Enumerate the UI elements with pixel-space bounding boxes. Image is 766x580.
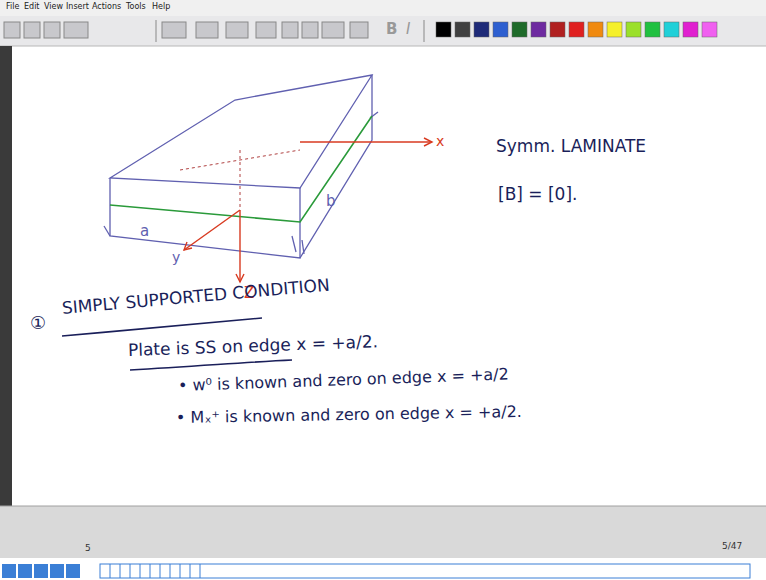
heading-text: SIMPLY SUPPORTED CONDITION (61, 277, 330, 317)
page-counter: 5/47 (722, 542, 742, 551)
callout-number: ① (30, 314, 46, 332)
menu-item: View (44, 3, 63, 11)
bullet-text: • Mₓ⁺ is known and zero on edge x = +a/2… (176, 404, 522, 426)
menu-item: Edit (24, 3, 40, 11)
bold-button: B (386, 22, 397, 37)
note-text: Symm. LAMINATE (496, 138, 646, 155)
bullet-text: • w⁰ is known and zero on edge x = +a/2 (178, 366, 509, 394)
menu-item: File (6, 3, 19, 11)
italic-button: I (406, 22, 410, 37)
axis-label: x (436, 134, 444, 148)
menu-item: Help (152, 3, 170, 11)
menu-item: Actions (92, 3, 121, 11)
note-text: [B] = [0]. (498, 186, 577, 203)
menu-item: Tools (126, 3, 146, 11)
note-text: Plate is SS on edge x = +a/2. (128, 333, 379, 359)
axis-label: y (172, 250, 180, 264)
dimension-label: a (140, 224, 149, 239)
dimension-label: b (326, 194, 336, 209)
menu-item: Insert (66, 3, 89, 11)
page-number: 5 (85, 544, 91, 553)
